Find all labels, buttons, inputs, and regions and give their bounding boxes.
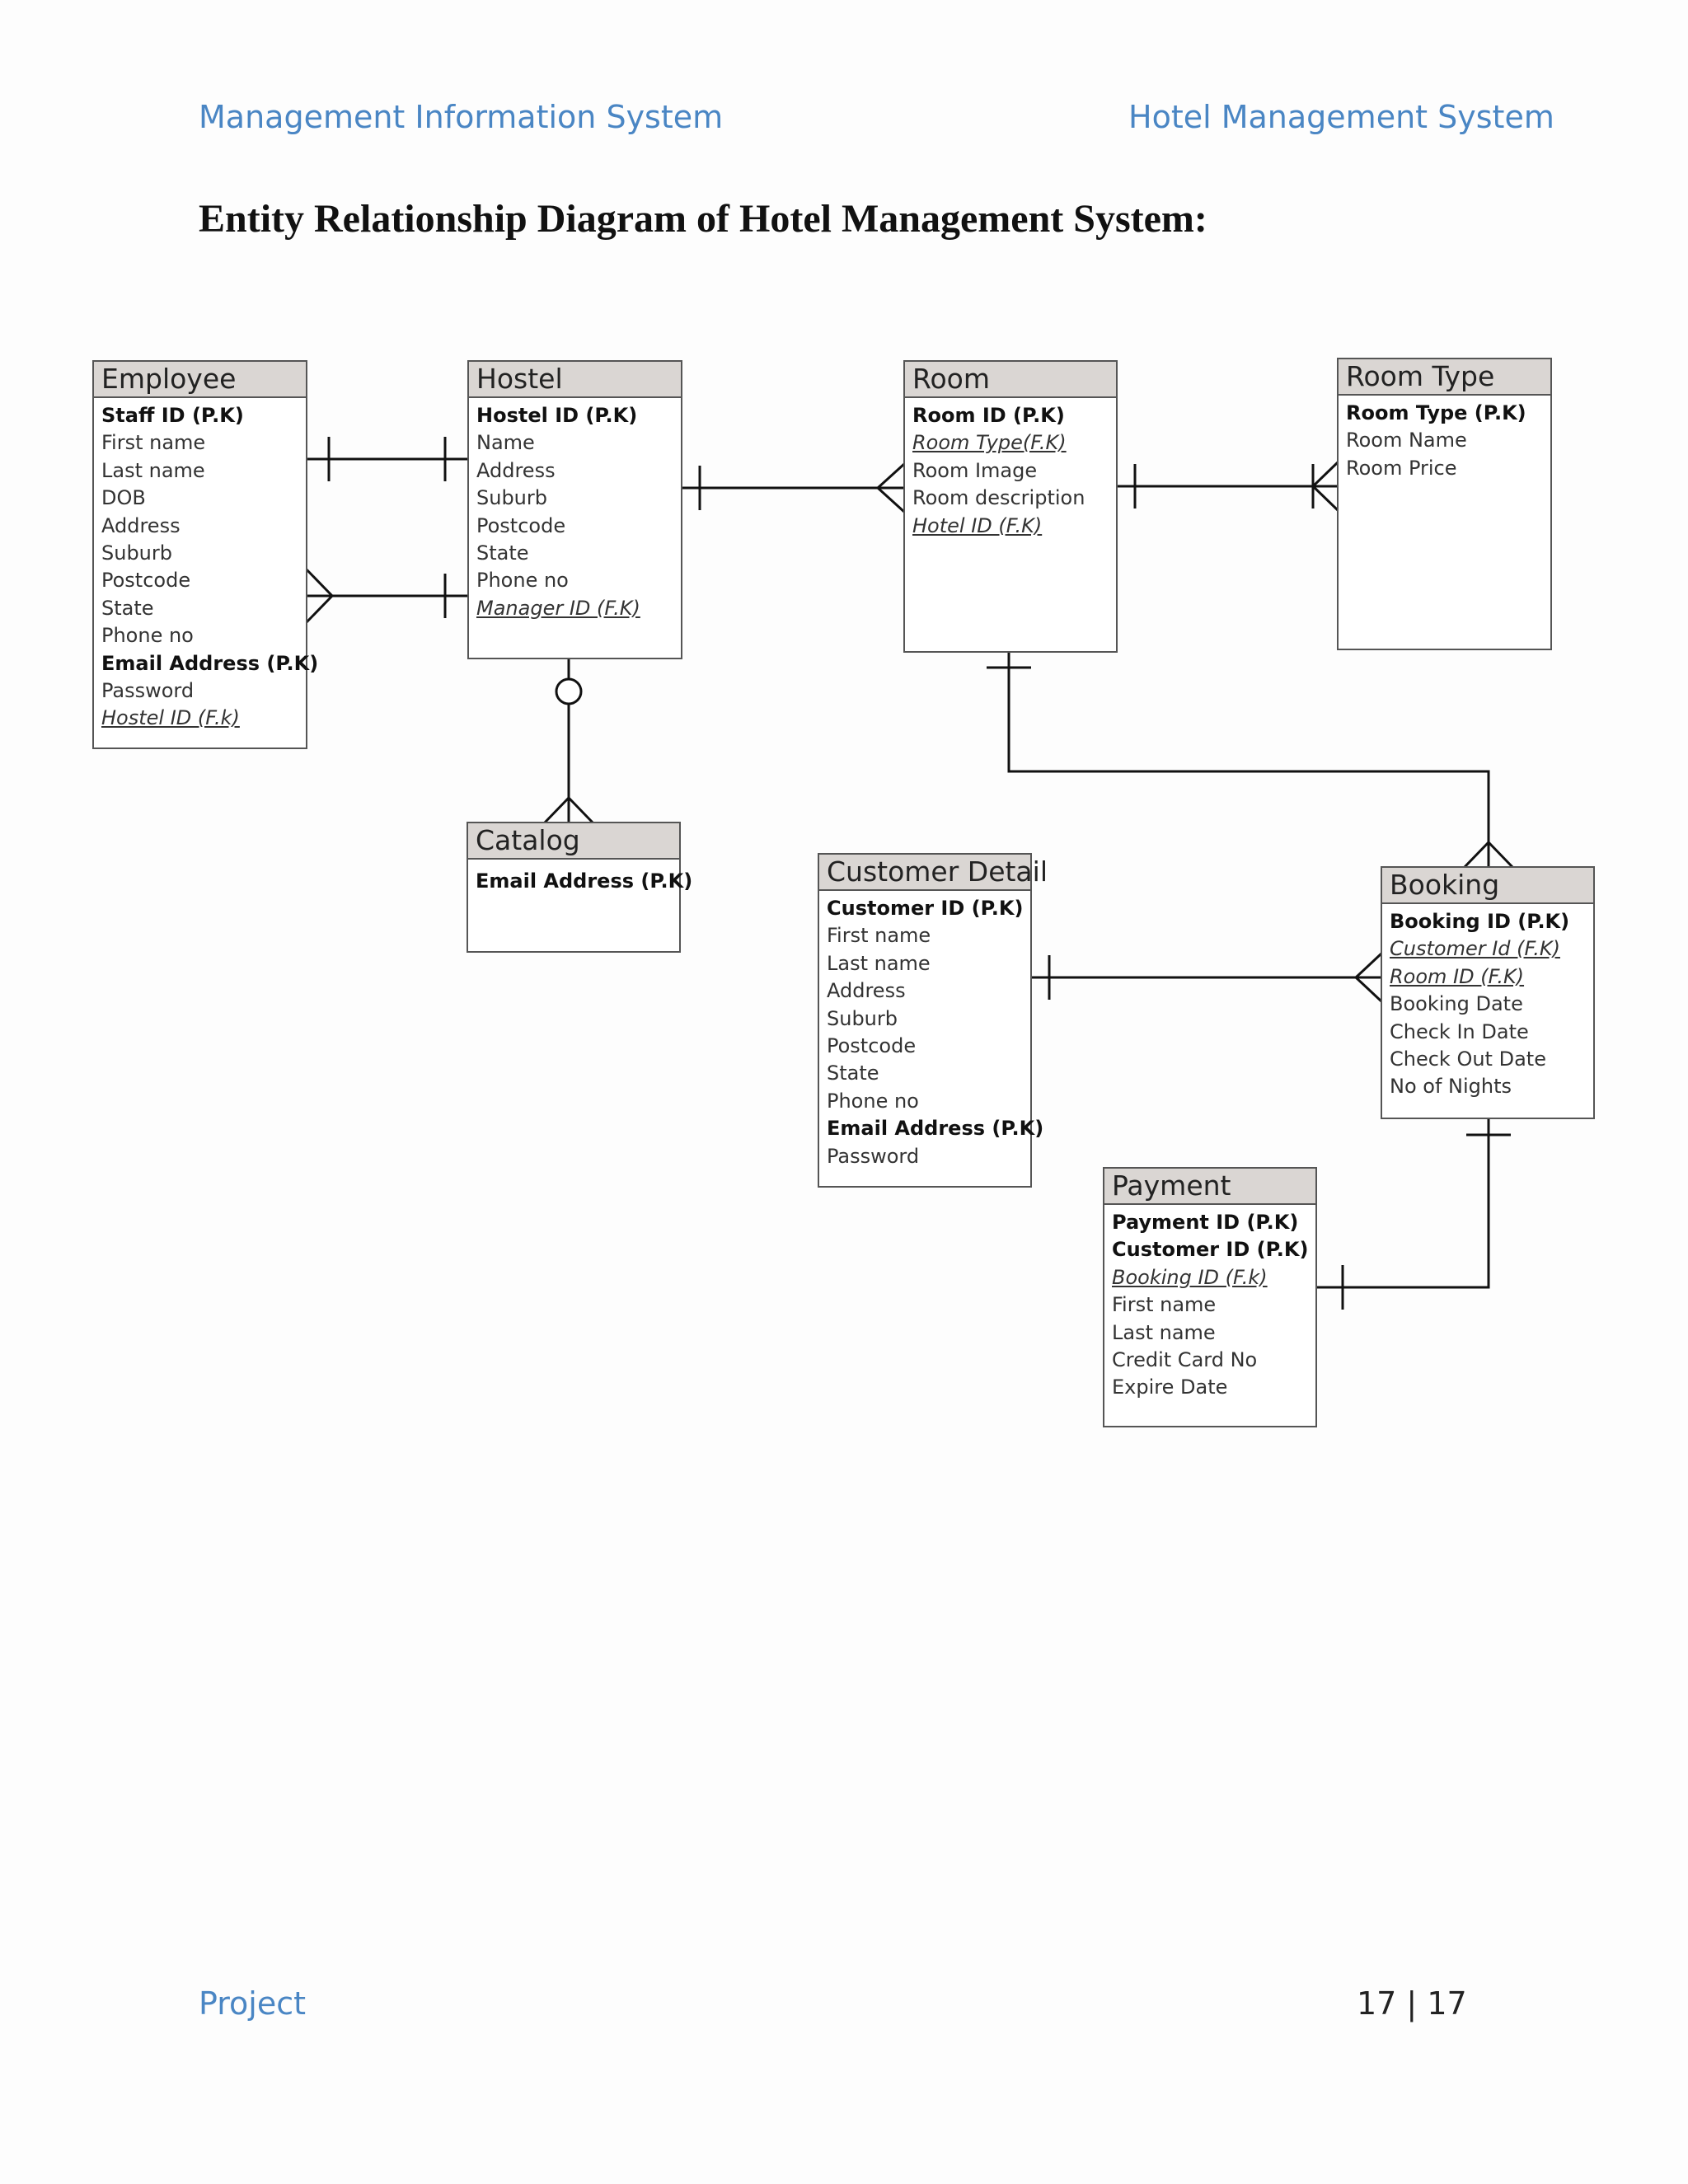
entity-room-type-title: Room Type [1339,359,1550,396]
employee-attr: First name [101,431,206,455]
entity-room: Room Room ID (P.K) Room Type(F.K) Room I… [903,360,1118,653]
employee-attr: Phone no [101,624,194,648]
room-type-attr: Room Type (P.K) [1346,401,1526,424]
hostel-attr: Manager ID (F.K) [476,596,640,620]
customer-detail-attr: Phone no [827,1089,919,1113]
payment-attr: First name [1112,1293,1217,1317]
header-left: Management Information System [199,99,724,135]
hostel-attr: Postcode [476,513,566,537]
customer-detail-attr: Suburb [827,1006,898,1030]
customer-detail-attr: Address [827,979,906,1003]
header-right: Hotel Management System [1128,99,1554,135]
footer-left: Project [199,1985,307,2022]
payment-attr: Payment ID (P.K) [1112,1211,1299,1234]
payment-attr: Credit Card No [1112,1347,1258,1371]
room-type-attr: Room Price [1346,456,1457,480]
booking-attr: No of Nights [1390,1075,1512,1099]
booking-attr: Check In Date [1390,1019,1529,1043]
entity-customer-detail: Customer Detail Customer ID (P.K) First … [818,853,1048,1188]
entity-hostel-title: Hostel [469,362,681,398]
room-attr: Room Type(F.K) [912,431,1067,455]
entity-room-title: Room [905,362,1116,398]
page-number: 17 | 17 [1357,1985,1467,2022]
hostel-attr: Hostel ID (P.K) [476,404,638,427]
hostel-attr: Address [476,458,556,482]
entity-catalog: Catalog Email Address (P.K) [467,822,693,953]
entity-payment: Payment Payment ID (P.K) Customer ID (P.… [1103,1167,1317,1427]
crowsfoot-marker [304,567,335,625]
entity-employee-title: Employee [94,362,306,398]
employee-attr: Postcode [101,569,191,593]
employee-attr: Suburb [101,541,172,565]
payment-attr: Last name [1112,1320,1216,1344]
customer-detail-attr: Postcode [827,1033,917,1057]
customer-detail-attr: First name [827,924,931,948]
hostel-attr: Phone no [476,569,569,593]
entity-booking-title: Booking [1382,868,1593,904]
entity-hostel: Hostel Hostel ID (P.K) Name Address Subu… [467,360,682,659]
employee-attr: DOB [101,486,146,510]
entity-customer-detail-title: Customer Detail [819,855,1048,891]
customer-detail-attr: Email Address (P.K) [827,1117,1044,1141]
entity-payment-title: Payment [1104,1169,1315,1205]
crowsfoot-marker [543,795,594,824]
room-attr: Room ID (P.K) [912,404,1065,427]
catalog-attr: Email Address (P.K) [476,869,693,893]
employee-attr: Hostel ID (F.k) [101,706,240,730]
crowsfoot-marker [1353,952,1383,1003]
entity-booking: Booking Booking ID (P.K) Customer Id (F.… [1381,866,1595,1119]
room-attr: Room Image [912,458,1038,482]
entity-room-type: Room Type Room Type (P.K) Room Name Room… [1337,358,1552,650]
customer-detail-attr: Customer ID (P.K) [827,897,1024,920]
entity-catalog-title: Catalog [468,823,679,860]
payment-attr: Booking ID (F.k) [1112,1265,1268,1289]
booking-attr: Booking Date [1390,992,1523,1016]
zero-marker [555,677,583,705]
page-title: Entity Relationship Diagram of Hotel Man… [199,197,1207,241]
customer-detail-attr: State [827,1062,879,1085]
booking-attr: Room ID (F.K) [1390,964,1525,988]
hostel-attr: Name [476,431,535,455]
employee-attr: Email Address (P.K) [101,651,319,675]
room-type-attr: Room Name [1346,429,1467,452]
crowsfoot-marker [1463,840,1514,869]
crowsfoot-marker [875,462,906,513]
entity-employee: Employee Staff ID (P.K) First name Last … [92,360,319,749]
payment-attr: Customer ID (P.K) [1112,1238,1309,1262]
rel-booking-payment-line [1317,1118,1490,1289]
employee-attr: Staff ID (P.K) [101,404,244,427]
rel-room-booking-line [1007,653,1490,867]
payment-attr: Expire Date [1112,1376,1228,1399]
employee-attr: Last name [101,458,205,482]
employee-attr: State [101,596,154,620]
customer-detail-attr: Last name [827,951,931,975]
room-attr: Room description [912,486,1085,510]
booking-attr: Check Out Date [1390,1047,1546,1071]
hostel-attr: State [476,541,529,565]
employee-attr: Password [101,678,195,702]
customer-detail-attr: Password [827,1144,920,1168]
employee-attr: Address [101,513,181,537]
room-attr: Hotel ID (F.K) [912,513,1043,537]
hostel-attr: Suburb [476,486,547,510]
booking-attr: Booking ID (P.K) [1390,910,1570,933]
booking-attr: Customer Id (F.K) [1390,937,1560,961]
